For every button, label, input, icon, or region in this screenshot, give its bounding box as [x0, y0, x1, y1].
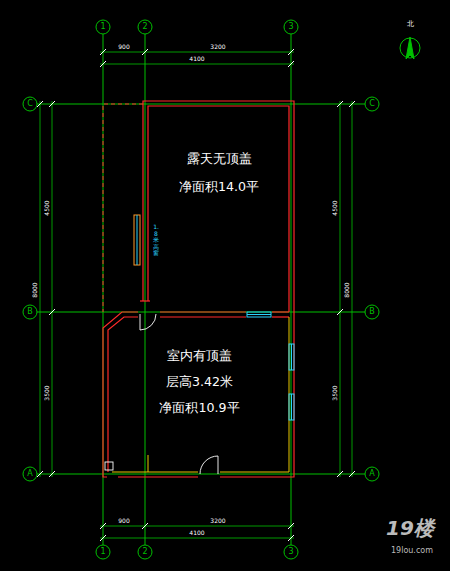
north-label: 北: [407, 21, 414, 28]
dimension: 900: [118, 518, 129, 524]
dimension: 4500: [332, 200, 338, 215]
north-arrow: [400, 37, 420, 59]
dimension: 3200: [210, 44, 225, 50]
axis-letter: B: [369, 308, 375, 316]
dimension: 8000: [32, 282, 38, 297]
axis-letter: C: [27, 100, 33, 108]
grid-lines: [23, 20, 379, 559]
room-label: 室内有顶盖: [112, 343, 287, 369]
axis-number: 3: [288, 548, 293, 556]
windows: [134, 215, 294, 420]
dashed-outline: [103, 104, 143, 312]
room-label: 净面积14.0平: [150, 173, 288, 201]
axis-number: 1: [100, 548, 105, 556]
dimension: 900: [118, 44, 129, 50]
dimension: 4500: [44, 200, 50, 215]
dimension: 3500: [332, 385, 338, 400]
dimension: 3200: [210, 518, 225, 524]
watermark: 19楼: [386, 518, 434, 538]
axis-letter: B: [27, 308, 33, 316]
room-label: 层高3.42米: [112, 369, 287, 395]
axis-number: 2: [142, 23, 147, 31]
axis-number: 1: [100, 23, 105, 31]
dimension: 4100: [189, 530, 204, 536]
doors: [105, 314, 218, 474]
walls: [103, 101, 294, 477]
dimension: 4100: [189, 56, 204, 62]
room-area: 露天无顶盖净面积14.0平: [150, 145, 288, 201]
inner-wall-lines: [112, 317, 289, 472]
axis-number: 3: [288, 23, 293, 31]
axis-letter: A: [369, 470, 374, 478]
window-note: 1.8米高窗: [153, 224, 159, 257]
dimension-lines: [40, 52, 352, 538]
axis-letter: A: [27, 470, 32, 478]
room-area: 室内有顶盖层高3.42米净面积10.9平: [112, 343, 287, 421]
room-label: 露天无顶盖: [150, 145, 288, 173]
dimension: 8000: [344, 282, 350, 297]
dimension-ticks: [37, 49, 355, 541]
axis-number: 2: [142, 548, 147, 556]
dimension: 3500: [44, 385, 50, 400]
watermark: 19lou.com: [391, 547, 433, 555]
axis-letter: C: [369, 100, 375, 108]
room-label: 净面积10.9平: [112, 395, 287, 421]
